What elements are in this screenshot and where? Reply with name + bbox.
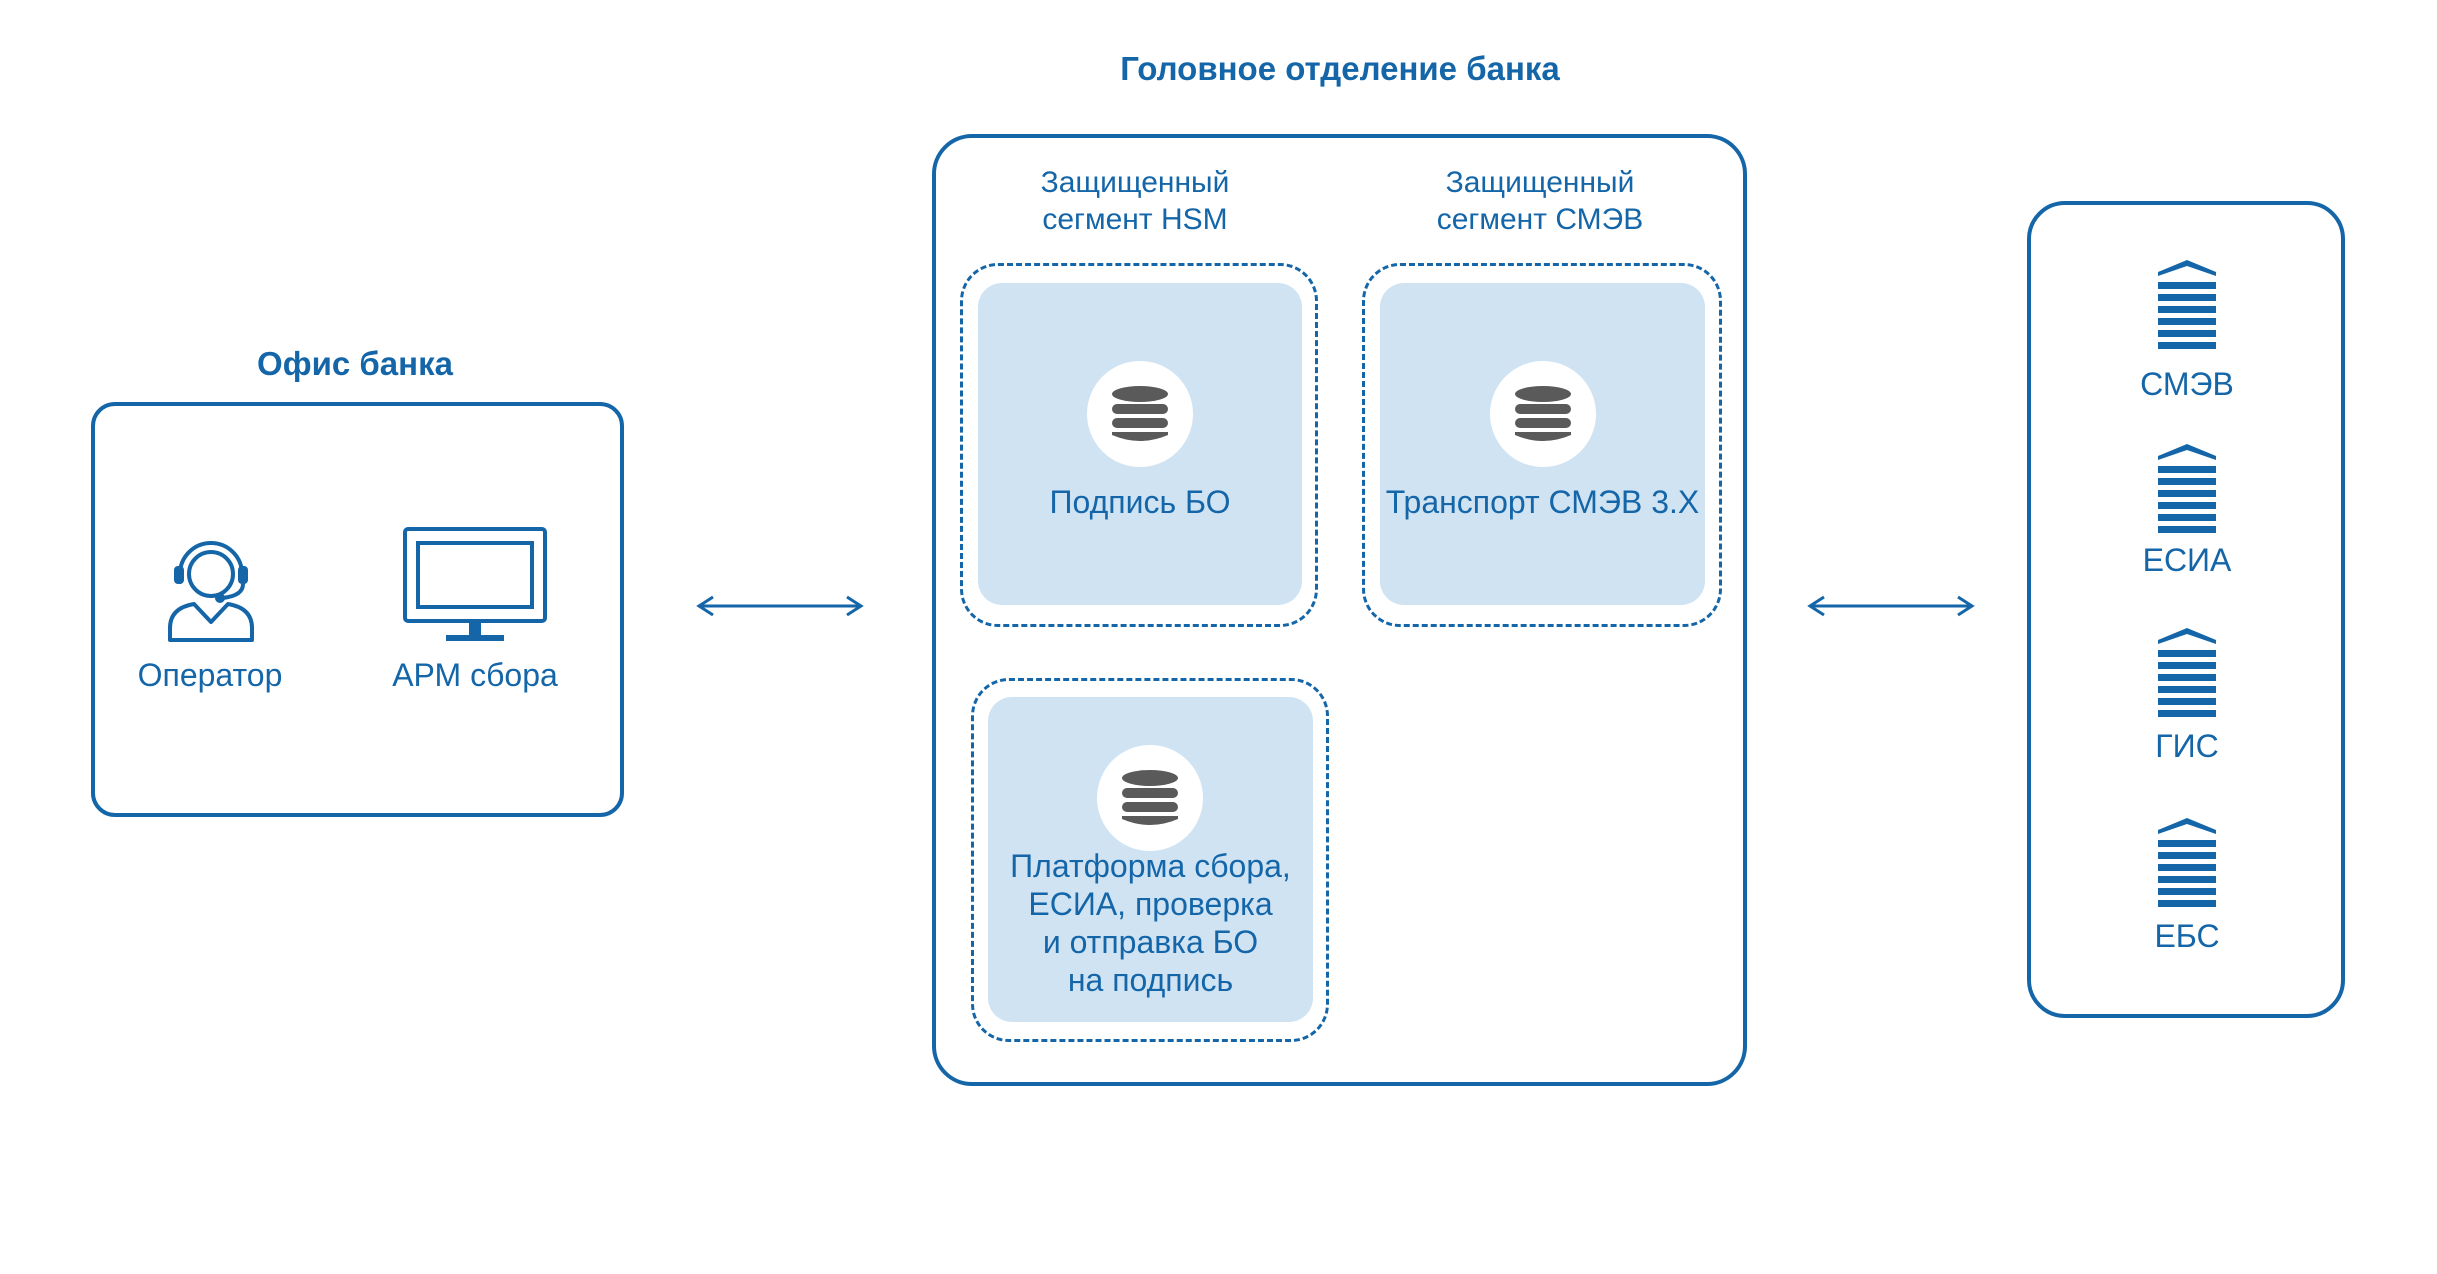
signature-node-label: Подпись БО bbox=[1049, 484, 1231, 520]
database-icon-badge bbox=[1490, 361, 1596, 467]
smev-transport-node-label: Транспорт СМЭВ 3.X bbox=[1385, 484, 1700, 520]
head-office-title: Головное отделение банка bbox=[1120, 50, 1560, 87]
external-system-label: ГИС bbox=[2155, 728, 2219, 764]
external-systems-frame bbox=[2027, 201, 2345, 1018]
external-system-label: СМЭВ bbox=[2140, 366, 2234, 402]
head-office-frame bbox=[932, 134, 1747, 1086]
database-icon-badge bbox=[1097, 745, 1203, 851]
signature-node: Подпись БО bbox=[978, 283, 1302, 605]
workstation-label: АРМ сбора bbox=[392, 657, 558, 693]
platform-node-label-line-1: Платформа сбора, bbox=[1010, 848, 1291, 884]
external-system-label: ЕСИА bbox=[2142, 542, 2232, 578]
segment-smev-caption: Защищенный сегмент СМЭВ bbox=[1436, 166, 1644, 236]
platform-node-label-line-4: на подпись bbox=[1067, 962, 1234, 998]
platform-node: Платформа сбора, ЕСИА, проверка и отправ… bbox=[988, 697, 1313, 1022]
platform-node-label-line-2: ЕСИА, проверка bbox=[1028, 886, 1273, 922]
building-icon bbox=[2158, 444, 2216, 533]
database-icon bbox=[1122, 770, 1178, 825]
double-arrow-icon bbox=[1807, 595, 1975, 617]
office-title: Офис банка bbox=[257, 345, 453, 382]
smev-transport-node: Транспорт СМЭВ 3.X bbox=[1380, 283, 1705, 605]
database-icon bbox=[1112, 386, 1168, 441]
operator-headset-icon bbox=[168, 541, 254, 642]
platform-node-label-line-3: и отправка БО bbox=[1042, 924, 1259, 960]
building-icon bbox=[2158, 628, 2216, 717]
external-system-label: ЕБС bbox=[2154, 918, 2220, 954]
segment-smev-boundary bbox=[1362, 263, 1722, 627]
building-icon bbox=[2158, 818, 2216, 907]
operator-label: Оператор bbox=[137, 657, 283, 693]
database-icon bbox=[1515, 386, 1571, 441]
segment-hsm-caption: Защищенный сегмент HSM bbox=[1040, 166, 1230, 236]
platform-boundary bbox=[971, 678, 1329, 1042]
office-frame bbox=[91, 402, 624, 817]
segment-hsm-boundary bbox=[960, 263, 1318, 627]
database-icon-badge bbox=[1087, 361, 1193, 467]
double-arrow-icon bbox=[696, 595, 864, 617]
monitor-icon bbox=[403, 527, 547, 641]
building-icon bbox=[2158, 260, 2216, 349]
